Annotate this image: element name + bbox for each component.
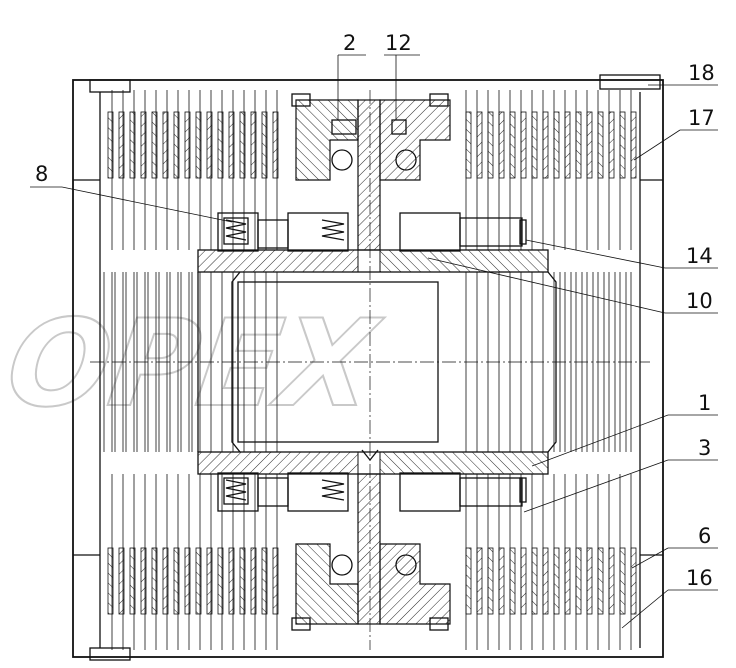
callout-6: 6 [698,524,711,548]
callout-1: 1 [698,391,711,415]
watermark: OPEX [0,295,388,434]
spring-pin-assemblies [217,212,527,512]
callout-16: 16 [686,566,713,590]
plate-pack-top-left [107,111,279,179]
outer-housing [72,74,664,661]
plate-pack-top-right [465,111,637,179]
callout-17: 17 [688,106,715,130]
callout-14: 14 [686,244,713,268]
callout-8: 8 [35,162,48,186]
leader-lines [30,54,718,629]
callout-18: 18 [688,61,715,85]
friction-plate-packs [107,111,637,615]
plate-pack-bottom-left [107,547,279,615]
callout-10: 10 [686,289,713,313]
callout-12: 12 [385,31,412,55]
plate-pack-bottom-right [465,547,637,615]
central-piston-disc [291,93,451,631]
callout-2: 2 [343,31,356,55]
callout-3: 3 [698,436,711,460]
